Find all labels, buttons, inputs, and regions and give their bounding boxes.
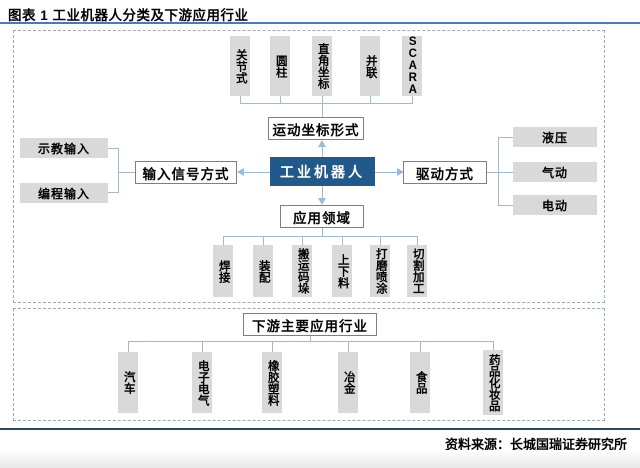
connector-line bbox=[310, 336, 311, 341]
connector-line bbox=[118, 148, 119, 193]
connector-line bbox=[370, 96, 371, 103]
connector-line bbox=[412, 96, 413, 103]
arrow-right-icon bbox=[397, 168, 404, 176]
connector-line bbox=[322, 228, 323, 236]
connector-line bbox=[380, 236, 381, 245]
connector-line bbox=[272, 341, 273, 352]
connector-line bbox=[487, 172, 513, 173]
connector-line bbox=[223, 236, 418, 237]
node-hydraulic: 液压 bbox=[513, 127, 597, 147]
connector-line bbox=[240, 96, 241, 103]
connector-line bbox=[108, 192, 118, 193]
footer-rule bbox=[0, 428, 640, 430]
node-metallurgy: 冶金 bbox=[338, 352, 358, 413]
node-pharma-cosmetics: 药品化妆品 bbox=[483, 350, 503, 415]
node-automotive: 汽车 bbox=[118, 352, 138, 413]
connector-line bbox=[498, 205, 513, 206]
connector-line bbox=[118, 172, 135, 173]
node-electronics-electrical: 电子电气 bbox=[192, 352, 212, 413]
connector-line bbox=[420, 341, 421, 352]
node-application-field: 应用领域 bbox=[280, 205, 364, 228]
node-motion-coordinate-form: 运动坐标形式 bbox=[268, 117, 364, 140]
node-loading-unloading: 上下料 bbox=[332, 245, 352, 297]
title-rule bbox=[0, 22, 640, 24]
connector-line bbox=[108, 148, 118, 149]
connector-line bbox=[417, 236, 418, 245]
node-electric: 电动 bbox=[513, 195, 597, 215]
connector-line bbox=[263, 236, 264, 245]
node-assembly: 装配 bbox=[253, 245, 273, 297]
source-citation: 资料来源：长城国瑞证券研究所 bbox=[444, 437, 627, 452]
node-downstream-industries: 下游主要应用行业 bbox=[243, 313, 377, 336]
connector-line bbox=[498, 137, 513, 138]
connector-line bbox=[280, 96, 281, 103]
connector-line bbox=[240, 103, 413, 104]
connector-line bbox=[302, 236, 303, 245]
node-articulated: 关节式 bbox=[230, 36, 250, 96]
node-drive-mode: 驱动方式 bbox=[403, 161, 487, 184]
node-scara: SCARA bbox=[402, 36, 422, 96]
connector-line bbox=[493, 341, 494, 352]
connector-line bbox=[202, 341, 203, 352]
node-rubber-plastics: 橡胶塑料 bbox=[262, 352, 282, 413]
connector-line bbox=[322, 96, 323, 103]
connector-line bbox=[322, 103, 323, 117]
node-welding: 焊接 bbox=[213, 245, 233, 297]
connector-line bbox=[322, 186, 323, 199]
connector-line bbox=[375, 172, 397, 173]
connector-line bbox=[128, 341, 494, 342]
node-input-signal-mode: 输入信号方式 bbox=[135, 161, 237, 184]
connector-line bbox=[348, 341, 349, 352]
node-food: 食品 bbox=[410, 352, 430, 413]
connector-line bbox=[342, 236, 343, 245]
connector-line bbox=[128, 341, 129, 352]
node-teaching-input: 示教输入 bbox=[20, 138, 108, 158]
footer-shade bbox=[0, 450, 640, 468]
downstream-panel bbox=[13, 308, 605, 421]
node-cutting-processing: 切割加工 bbox=[407, 245, 427, 297]
connector-line bbox=[322, 147, 323, 157]
node-cylindrical: 圆柱 bbox=[270, 36, 290, 96]
node-cartesian: 直角坐标 bbox=[312, 36, 332, 96]
figure-title: 图表 1 工业机器人分类及下游应用行业 bbox=[8, 8, 249, 23]
node-industrial-robot: 工业机器人 bbox=[270, 157, 375, 186]
arrow-down-icon bbox=[318, 198, 326, 205]
node-pneumatic: 气动 bbox=[513, 162, 597, 182]
connector-line bbox=[223, 236, 224, 245]
node-parallel: 并联 bbox=[360, 36, 380, 96]
node-programming-input: 编程输入 bbox=[20, 183, 108, 203]
arrow-up-icon bbox=[318, 140, 326, 147]
arrow-left-icon bbox=[237, 168, 244, 176]
connector-line bbox=[244, 172, 270, 173]
connector-line bbox=[498, 137, 499, 206]
node-grinding-spraying: 打磨喷涂 bbox=[370, 245, 390, 297]
classification-panel bbox=[13, 30, 605, 303]
node-handling-palletizing: 搬运码垛 bbox=[292, 245, 312, 297]
